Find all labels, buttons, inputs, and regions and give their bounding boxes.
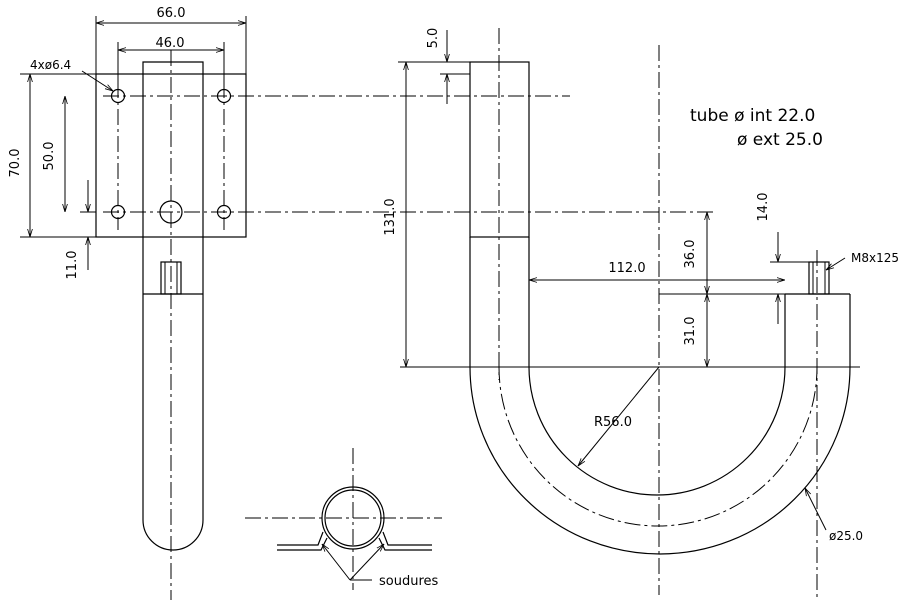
u-bend-outer (469, 237, 851, 555)
tube-centerline (498, 366, 818, 527)
dim-112: 112.0 (608, 261, 645, 276)
weld-plate-profile (277, 531, 432, 551)
mounting-plate (95, 73, 247, 238)
dim-height-50: 50.0 (42, 142, 57, 171)
leader-line (805, 488, 827, 531)
dim-width-66: 66.0 (157, 6, 186, 21)
dim-height-70: 70.0 (8, 149, 23, 178)
radius-callout: R56.0 (594, 415, 632, 430)
leader-line (826, 257, 846, 270)
thread-callout: M8x125 (851, 251, 899, 265)
leader-line (349, 544, 384, 581)
diameter-callout: ø25.0 (829, 529, 863, 543)
welds-label: soudures (379, 574, 439, 589)
tube-front (142, 61, 204, 551)
dim-offset-11: 11.0 (65, 251, 80, 280)
threaded-stud-side (808, 261, 830, 295)
dim-31: 31.0 (683, 317, 698, 346)
dim-14: 14.0 (756, 193, 771, 222)
u-bend-inner (528, 237, 786, 496)
leader-line (322, 544, 351, 581)
side-view: 5.0 131.0 112.0 36.0 31.0 14.0 M8x125 R5… (383, 28, 899, 600)
leader-line (578, 366, 660, 466)
tube-int-note: tube ø int 22.0 (690, 106, 815, 126)
weld-section-view: soudures (245, 448, 442, 590)
front-view: 66.0 46.0 4xø6.4 70.0 50.0 11.0 (8, 6, 715, 600)
dim-offset-5: 5.0 (426, 28, 441, 49)
dim-36: 36.0 (683, 240, 698, 269)
tube-ext-note: ø ext 25.0 (737, 130, 823, 150)
holes-callout: 4xø6.4 (30, 58, 71, 72)
dim-height-131: 131.0 (383, 198, 398, 235)
dim-width-46: 46.0 (156, 36, 185, 51)
